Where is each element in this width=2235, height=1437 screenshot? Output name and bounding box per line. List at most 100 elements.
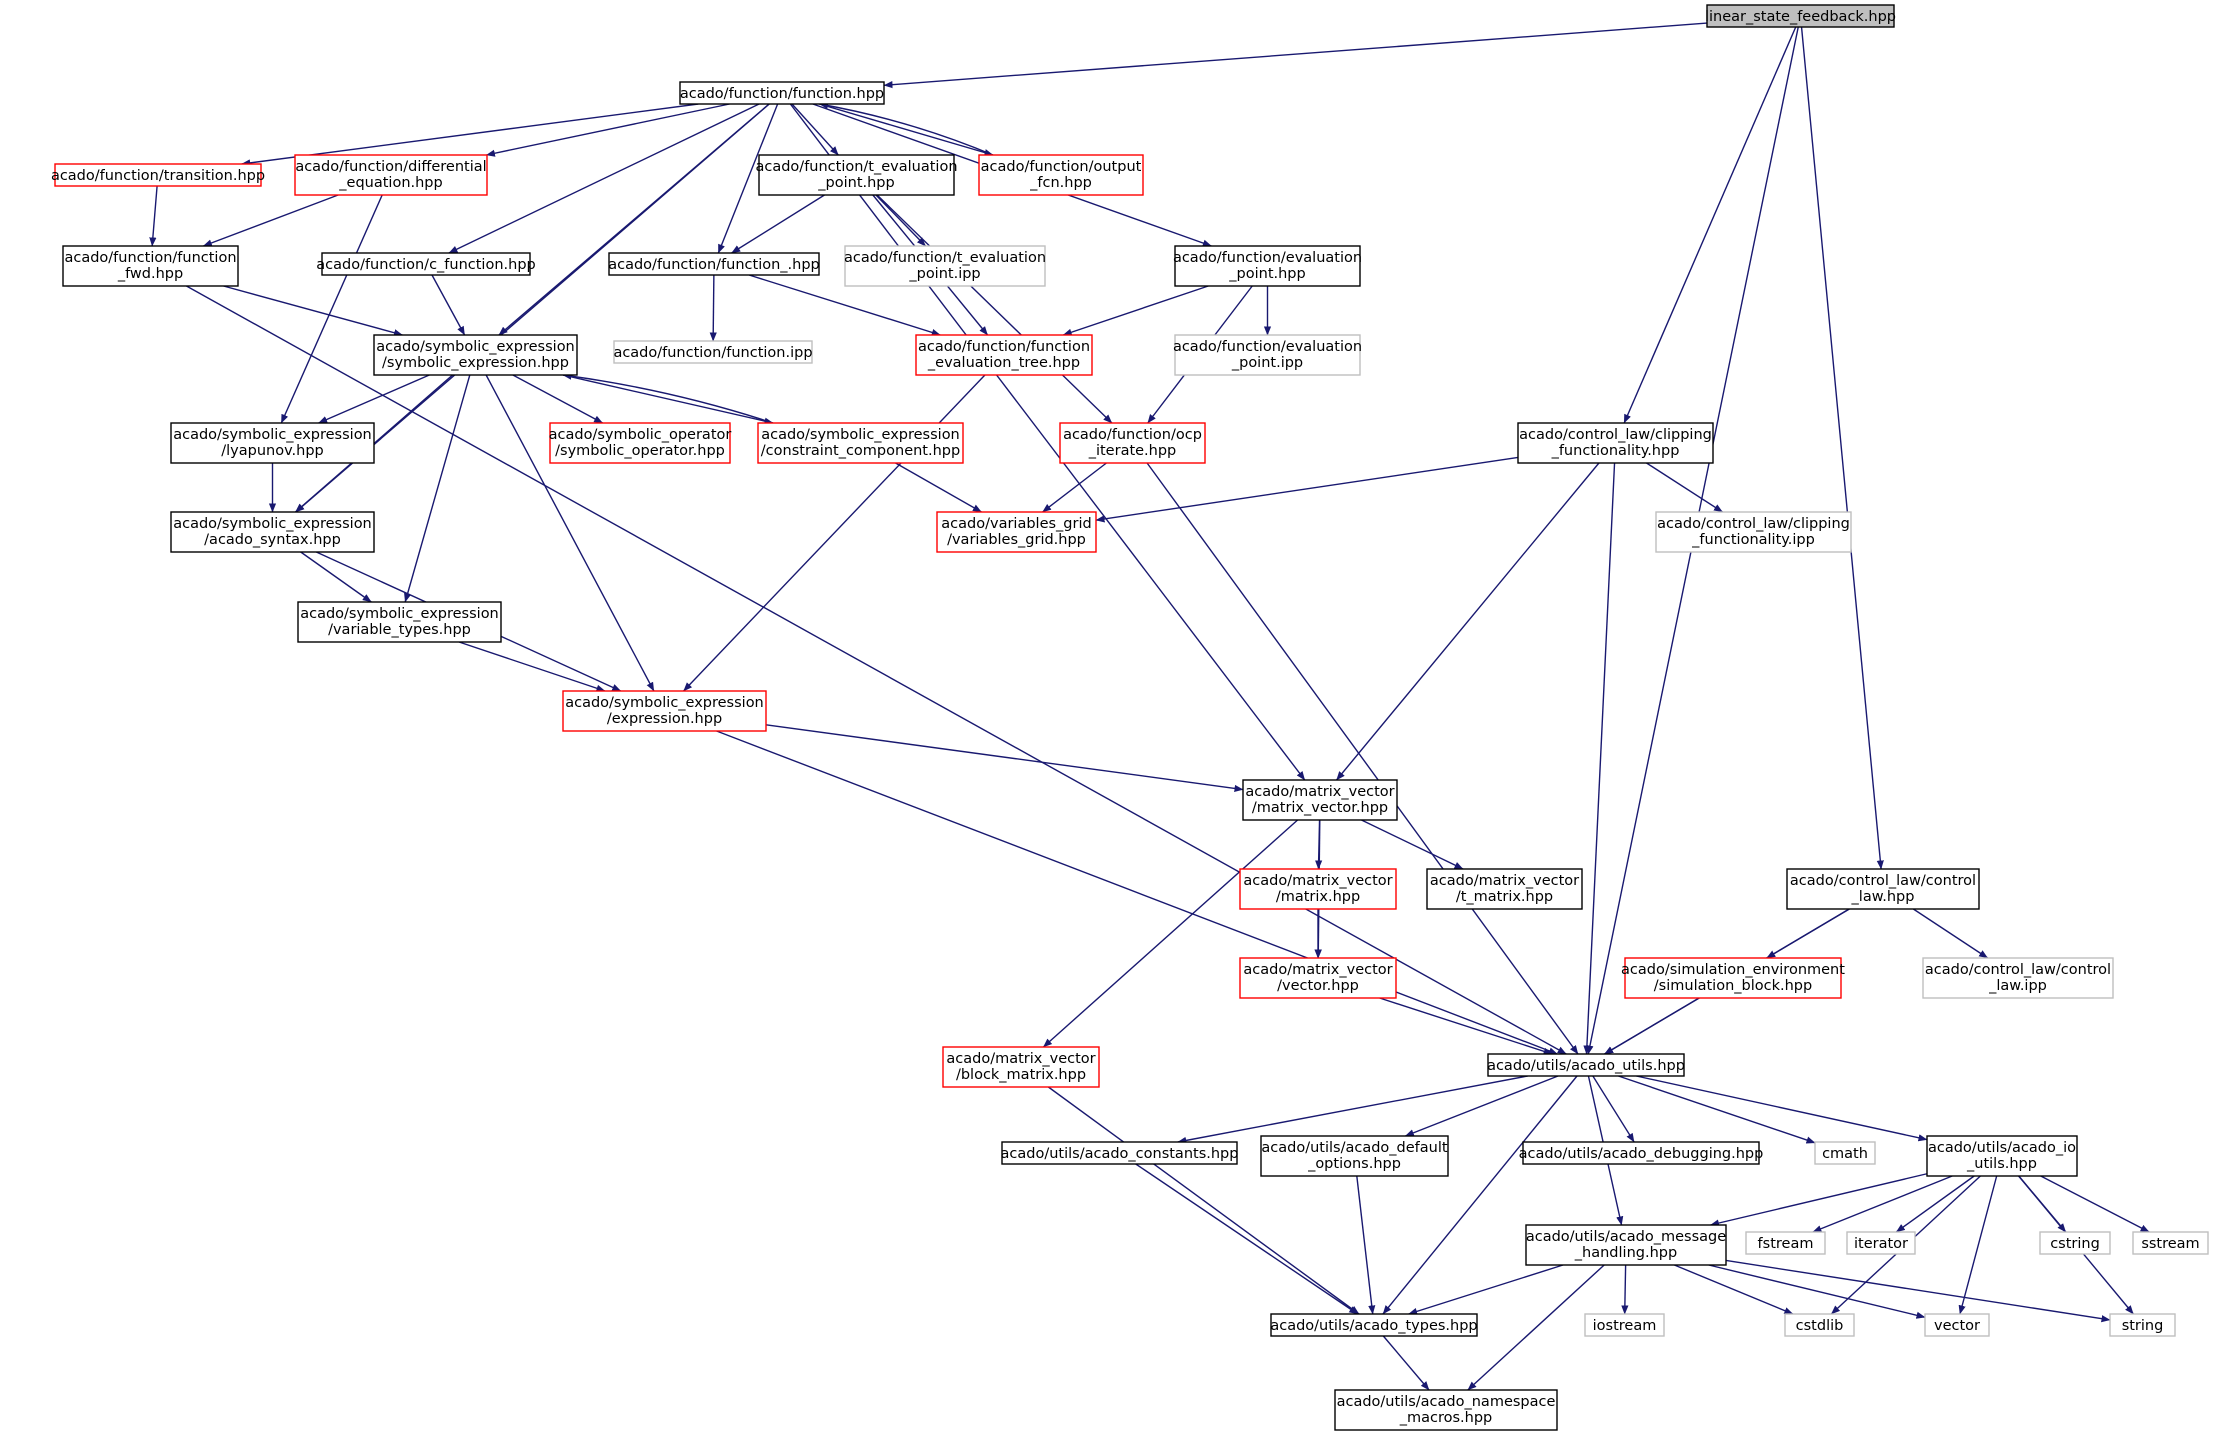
node-label: iostream: [1593, 1318, 1657, 1334]
node-function-hpp[interactable]: acado/function/function.hpp: [679, 81, 885, 105]
node-box: [978, 154, 1144, 196]
node-label: string: [2122, 1318, 2164, 1334]
node-box: [1745, 1231, 1826, 1255]
edge-expression_hpp-to-matrix_vector_hpp: [765, 724, 1244, 792]
edge-acado_io_utils_hpp-to-vector: [1958, 1175, 1998, 1315]
node-box: [844, 245, 1046, 287]
node-box: [1239, 957, 1397, 999]
node-t-eval-point-hpp[interactable]: acado/function/t_evaluation_point.hpp: [755, 154, 958, 196]
node-t-matrix-hpp[interactable]: acado/matrix_vector/t_matrix.hpp: [1426, 868, 1583, 910]
edge-function__hpp-to-function_ipp: [709, 274, 717, 342]
node-control-law-hpp[interactable]: acado/control_law/control_law.hpp: [1786, 868, 1980, 910]
node-acado-message-handling-hpp[interactable]: acado/utils/acado_message_handling.hpp: [1525, 1224, 1727, 1266]
node-root[interactable]: linear_state_feedback.hpp: [1705, 4, 1896, 28]
edges-layer: [149, 22, 2150, 1391]
node-expression-hpp[interactable]: acado/symbolic_expression/expression.hpp: [562, 690, 767, 732]
node-label: _law.hpp: [1851, 889, 1915, 905]
edge-acado_utils_hpp-to-acado_default_options_hpp: [1404, 1075, 1559, 1137]
node-eval-point-hpp[interactable]: acado/function/evaluation_point.hpp: [1173, 245, 1362, 287]
node-label: _evaluation_tree.hpp: [927, 355, 1080, 371]
edge-function_hpp-to-t_eval_point_hpp: [791, 103, 839, 156]
node-vector-hpp[interactable]: acado/matrix_vector/vector.hpp: [1239, 957, 1397, 999]
node-box: [1242, 779, 1398, 821]
node-label: /matrix.hpp: [1276, 889, 1360, 905]
node-control-law-ipp: acado/control_law/control_law.ipp: [1922, 957, 2114, 999]
node-label: _functionality.ipp: [1691, 532, 1815, 548]
node-label: _law.ipp: [1988, 978, 2047, 994]
node-label: acado/utils/acado_types.hpp: [1270, 1318, 1477, 1334]
node-label: _fcn.hpp: [1029, 175, 1092, 191]
node-label: acado/control_law/control: [1925, 962, 2111, 978]
edge-acado_message_handling_hpp-to-acado_types_hpp: [1408, 1264, 1564, 1315]
node-acado-constants-hpp[interactable]: acado/utils/acado_constants.hpp: [1001, 1141, 1239, 1165]
node-acado-default-options-hpp[interactable]: acado/utils/acado_default_options.hpp: [1260, 1135, 1449, 1177]
node-ocp-iterate-hpp[interactable]: acado/function/ocp_iterate.hpp: [1059, 422, 1206, 464]
edge-root-to-control_law_hpp: [1800, 26, 1884, 870]
node-label: acado/function/function.hpp: [680, 86, 884, 102]
node-function-fwd-hpp[interactable]: acado/function/function_fwd.hpp: [62, 245, 239, 287]
node-label: _functionality.hpp: [1551, 443, 1680, 459]
node-label: /block_matrix.hpp: [956, 1067, 1086, 1083]
edge-function_fwd_hpp-to-acado_utils_hpp: [186, 285, 1567, 1055]
node-box: [1522, 1141, 1760, 1165]
node-output-fcn-hpp[interactable]: acado/function/output_fcn.hpp: [978, 154, 1144, 196]
node-label: _point.ipp: [1231, 355, 1303, 371]
node-label: cstring: [2050, 1236, 2100, 1252]
node-block-matrix-hpp[interactable]: acado/matrix_vector/block_matrix.hpp: [942, 1046, 1100, 1088]
node-acado-syntax-hpp[interactable]: acado/symbolic_expression/acado_syntax.h…: [170, 511, 375, 553]
node-transition-hpp[interactable]: acado/function/transition.hpp: [51, 163, 265, 187]
node-matrix-vector-hpp[interactable]: acado/matrix_vector/matrix_vector.hpp: [1242, 779, 1398, 821]
node-acado-utils-hpp[interactable]: acado/utils/acado_utils.hpp: [1487, 1053, 1685, 1077]
node-box: [170, 422, 375, 464]
edge-eval_point_hpp-to-func_eval_tree_hpp: [1062, 285, 1209, 336]
node-symbolic-operator-hpp[interactable]: acado/symbolic_operator/symbolic_operato…: [549, 422, 732, 464]
node-label: _iterate.hpp: [1088, 443, 1177, 459]
node-cmath: cmath: [1814, 1141, 1876, 1165]
node-lyapunov-hpp[interactable]: acado/symbolic_expression/lyapunov.hpp: [170, 422, 375, 464]
node-label: acado/symbolic_expression: [300, 606, 499, 622]
node-acado-namespace-macros-hpp[interactable]: acado/utils/acado_namespace_macros.hpp: [1334, 1389, 1558, 1431]
node-label: acado/control_law/clipping: [1519, 427, 1712, 443]
edge-symbolic_expression_hpp-to-expression_hpp: [485, 374, 655, 692]
node-acado-debugging-hpp[interactable]: acado/utils/acado_debugging.hpp: [1519, 1141, 1764, 1165]
node-symbolic-expression-hpp[interactable]: acado/symbolic_expression/symbolic_expre…: [373, 334, 578, 376]
edge-acado_utils_hpp-to-acado_constants_hpp: [1177, 1075, 1528, 1144]
edge-acado_utils_hpp-to-acado_io_utils_hpp: [1636, 1075, 1928, 1142]
edge-function__hpp-to-func_eval_tree_hpp: [748, 274, 941, 336]
node-label: acado/function/evaluation: [1173, 250, 1362, 266]
node-variables-grid-hpp[interactable]: acado/variables_grid/variables_grid.hpp: [936, 511, 1097, 553]
node-c-function-hpp[interactable]: acado/function/c_function.hpp: [316, 252, 536, 276]
node-box: [1487, 1053, 1685, 1077]
edge-clipping_hpp-to-acado_utils_hpp: [1583, 462, 1616, 1055]
edge-function_hpp-to-matrix_vector_hpp: [789, 103, 1306, 781]
node-box: [2109, 1313, 2176, 1337]
node-acado-types-hpp[interactable]: acado/utils/acado_types.hpp: [1270, 1313, 1478, 1337]
node-matrix-hpp[interactable]: acado/matrix_vector/matrix.hpp: [1239, 868, 1397, 910]
node-box: [915, 334, 1093, 376]
nodes-layer: linear_state_feedback.hpp acado/function/…: [51, 4, 2209, 1431]
node-acado-io-utils-hpp[interactable]: acado/utils/acado_io_utils.hpp: [1926, 1135, 2078, 1177]
node-box: [1814, 1141, 1876, 1165]
node-clipping-hpp[interactable]: acado/control_law/clipping_functionality…: [1517, 422, 1714, 464]
edge-matrix_vector_hpp-to-t_matrix_hpp: [1361, 819, 1464, 870]
edge-function_hpp-to-diff_eq_hpp: [485, 103, 730, 157]
node-label: acado/matrix_vector: [1243, 873, 1392, 889]
edge-block_matrix_hpp-to-acado_types_hpp: [1047, 1086, 1360, 1315]
node-box: [679, 81, 885, 105]
node-box: [1846, 1231, 1916, 1255]
edge-constraint_component_hpp-to-symbolic_expression_hpp: [562, 372, 774, 424]
node-constraint-component-hpp[interactable]: acado/symbolic_expression/constraint_com…: [757, 422, 964, 464]
node-box: [1924, 1313, 1990, 1337]
edge-symbolic_expression_hpp-to-symbolic_operator_hpp: [512, 374, 604, 424]
node-box: [1786, 868, 1980, 910]
node-box: [1174, 334, 1361, 376]
edge-symbolic_expression_hpp-to-lyapunov_hpp: [318, 374, 430, 424]
node-function--hpp[interactable]: acado/function/function_.hpp: [608, 252, 820, 276]
node-diff-eq-hpp[interactable]: acado/function/differential_equation.hpp: [294, 154, 488, 196]
edge-expression_hpp-to-acado_utils_hpp: [716, 730, 1558, 1055]
node-simulation-block-hpp[interactable]: acado/simulation_environment/simulation_…: [1621, 957, 1845, 999]
node-label: acado/utils/acado_utils.hpp: [1487, 1058, 1685, 1074]
node-variable-types-hpp[interactable]: acado/symbolic_expression/variable_types…: [297, 601, 502, 643]
edge-symbolic_expression_hpp-to-variable_types_hpp: [404, 374, 471, 603]
node-func-eval-tree-hpp[interactable]: acado/function/function_evaluation_tree.…: [915, 334, 1093, 376]
